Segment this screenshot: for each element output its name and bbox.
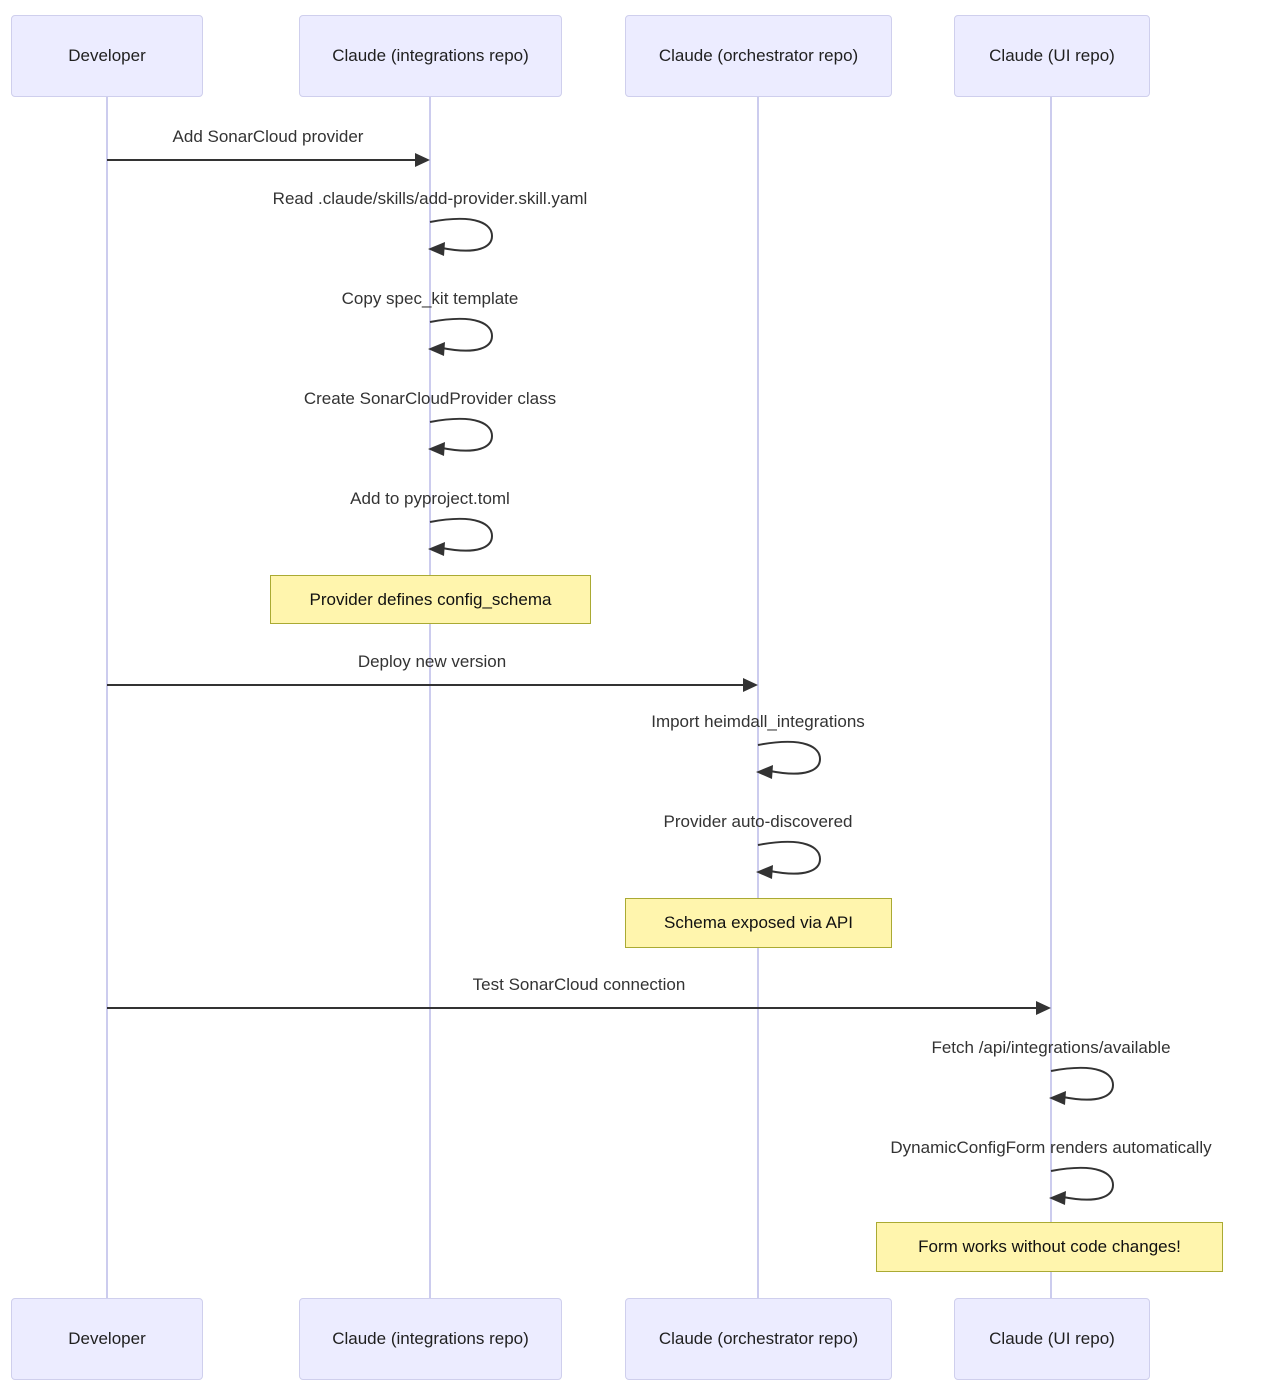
actor-claude-orchestrator-top: Claude (orchestrator repo) [625, 15, 892, 97]
arrowhead-icon [1049, 1091, 1066, 1105]
arrowhead-icon [756, 865, 773, 879]
self-loop-fetch-available [1050, 1066, 1115, 1101]
note-form-works-without-code-changes: Form works without code changes! [876, 1222, 1223, 1272]
self-loop-dynamic-config-form [1050, 1166, 1115, 1201]
self-loop-import-heimdall [757, 740, 822, 775]
actor-developer-bottom: Developer [11, 1298, 203, 1380]
message-label-copy-spec-kit: Copy spec_kit template [341, 289, 519, 308]
actor-label: Claude (UI repo) [989, 1329, 1115, 1348]
arrowhead-icon [428, 542, 445, 556]
actor-label: Claude (integrations repo) [332, 1329, 529, 1348]
message-label-add-pyproject: Add to pyproject.toml [350, 489, 510, 508]
note-label: Schema exposed via API [663, 913, 853, 932]
arrowhead-icon [1049, 1191, 1066, 1205]
actor-claude-orchestrator-bottom: Claude (orchestrator repo) [625, 1298, 892, 1380]
self-loop-add-pyproject [429, 517, 494, 552]
arrowhead-icon [428, 242, 445, 256]
message-label-import-heimdall: Import heimdall_integrations [651, 712, 865, 731]
message-label-auto-discovered: Provider auto-discovered [663, 812, 853, 831]
message-label-add-sonarcloud-provider: Add SonarCloud provider [172, 127, 364, 146]
note-label: Provider defines config_schema [309, 589, 552, 609]
message-label-dynamic-config-form: DynamicConfigForm renders automatically [890, 1138, 1212, 1157]
message-label-fetch-available: Fetch /api/integrations/available [931, 1038, 1171, 1057]
note-provider-defines-config-schema: Provider defines config_schema [270, 575, 591, 624]
self-loop-copy-spec-kit [429, 317, 494, 352]
arrowhead-icon [743, 678, 758, 692]
actor-claude-integrations-top: Claude (integrations repo) [299, 15, 562, 97]
actor-label: Developer [68, 1329, 146, 1348]
actor-label: Claude (UI repo) [989, 46, 1115, 65]
self-loop-create-provider-class [429, 417, 494, 452]
actor-label: Claude (orchestrator repo) [658, 1329, 859, 1348]
arrowhead-icon [415, 153, 430, 167]
arrowhead-icon [428, 442, 445, 456]
self-loop-read-skill-yaml [429, 217, 494, 252]
actor-label: Claude (orchestrator repo) [658, 46, 859, 65]
message-label-deploy-new-version: Deploy new version [357, 652, 507, 671]
actor-developer-top: Developer [11, 15, 203, 97]
self-loop-auto-discovered [757, 840, 822, 875]
arrowhead-icon [428, 342, 445, 356]
actor-claude-integrations-bottom: Claude (integrations repo) [299, 1298, 562, 1380]
actor-claude-ui-bottom: Claude (UI repo) [954, 1298, 1150, 1380]
note-schema-exposed-via-api: Schema exposed via API [625, 898, 892, 948]
arrowhead-icon [1036, 1001, 1051, 1015]
arrowhead-icon [756, 765, 773, 779]
actor-label: Developer [68, 46, 146, 65]
actor-label: Claude (integrations repo) [332, 46, 529, 65]
message-label-test-sonarcloud: Test SonarCloud connection [472, 975, 686, 994]
note-label: Form works without code changes! [918, 1237, 1181, 1256]
message-label-create-provider-class: Create SonarCloudProvider class [303, 389, 557, 408]
actor-claude-ui-top: Claude (UI repo) [954, 15, 1150, 97]
message-label-read-skill-yaml: Read .claude/skills/add-provider.skill.y… [272, 189, 588, 208]
